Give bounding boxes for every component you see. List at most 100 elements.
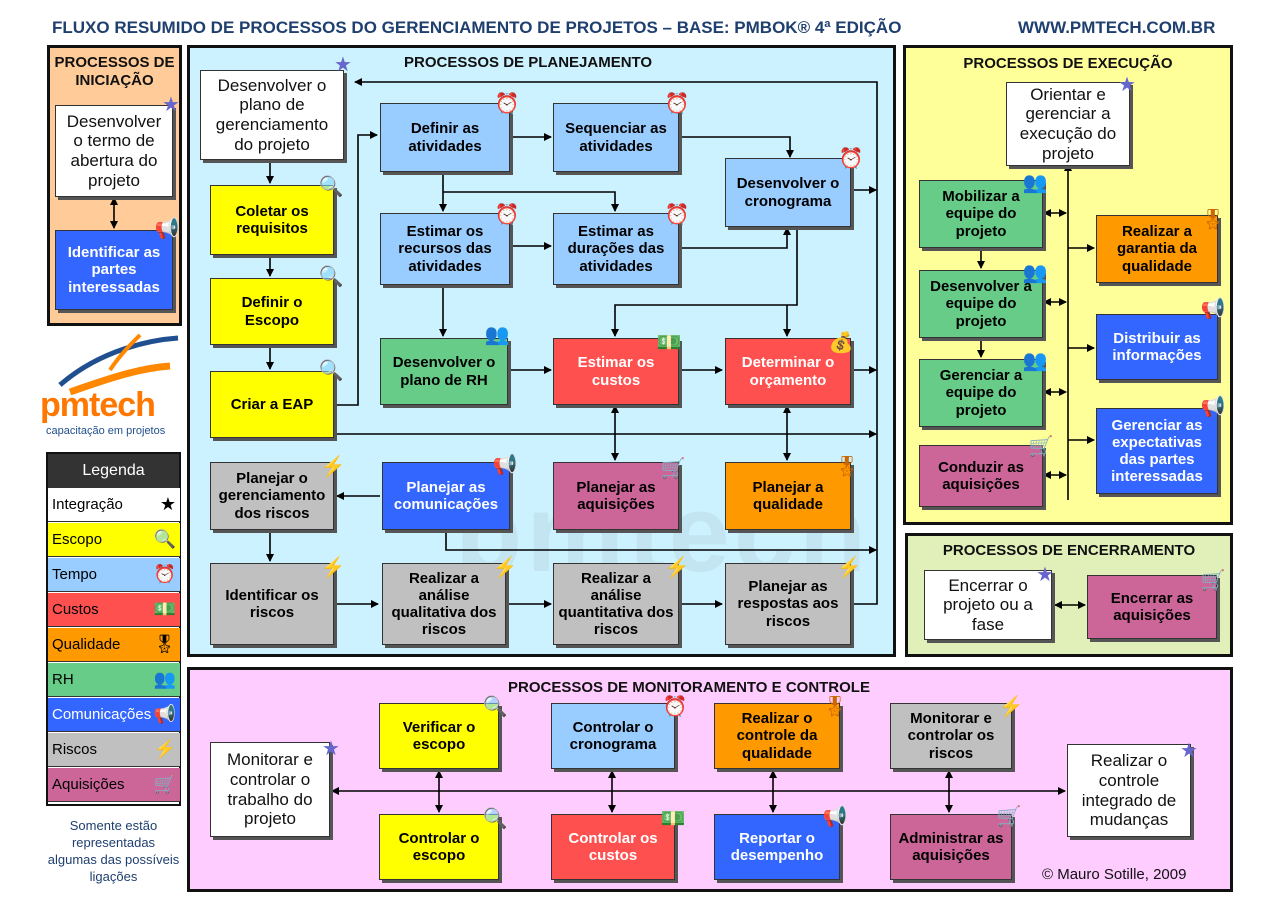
magnifier-icon: 🔍	[153, 529, 176, 549]
lightning-icon: ⚡	[320, 456, 346, 478]
ribbon-icon: 🎖	[1200, 209, 1226, 231]
lightning-icon: ⚡	[492, 557, 518, 579]
logo-swoosh-icon	[58, 333, 179, 396]
copyright: © Mauro Sotille, 2009	[1042, 866, 1187, 883]
star-icon: ★	[334, 54, 352, 76]
box-monitorar-riscos[interactable]: Monitorar e controlar os riscos	[890, 703, 1012, 769]
star-icon: ★	[322, 738, 340, 760]
box-orientar-execucao[interactable]: Orientar e gerenciar a execução do proje…	[1006, 82, 1130, 166]
box-planejar-riscos[interactable]: Planejar o gerenciamento dos riscos	[210, 462, 334, 530]
box-reportar-desempenho[interactable]: Reportar o desempenho	[714, 814, 840, 880]
box-coletar-requisitos[interactable]: Coletar os requisitos	[210, 185, 334, 255]
logo-tagline: capacitação em projetos	[46, 425, 166, 437]
legend-item-label: Integração	[52, 496, 123, 513]
legend-item-label: Comunicações	[52, 706, 152, 723]
box-distribuir-informacoes[interactable]: Distribuir as informações	[1096, 314, 1218, 380]
panel-planejamento-title: PROCESSOS DE PLANEJAMENTO	[404, 54, 653, 71]
ribbon-icon: 🎖	[153, 634, 176, 654]
box-desenvolver-equipe[interactable]: Desenvolver a equipe do projeto	[919, 270, 1043, 338]
box-estimar-duracoes[interactable]: Estimar as durações das atividades	[553, 213, 679, 285]
megaphone-icon: 📢	[154, 218, 180, 240]
megaphone-icon: 📢	[822, 806, 848, 828]
people-icon: 👥	[1022, 350, 1048, 372]
cart-icon: 🛒	[1200, 570, 1226, 592]
megaphone-icon: 📢	[153, 704, 176, 724]
legend-title: Legenda	[48, 454, 179, 488]
panel-monitoramento: PROCESSOS DE MONITORAMENTO E CONTROLE	[187, 667, 1233, 892]
clock-icon: ⏰	[494, 204, 520, 226]
people-icon: 👥	[153, 669, 176, 689]
legend-item: Riscos ⚡	[48, 733, 180, 767]
box-controle-integrado[interactable]: Realizar o controle integrado de mudança…	[1067, 744, 1191, 837]
lightning-icon: ⚡	[664, 557, 690, 579]
lightning-icon: ⚡	[153, 739, 176, 759]
legend-item-label: Riscos	[52, 741, 98, 758]
magnifier-icon: 🔍	[482, 696, 508, 718]
box-verificar-escopo[interactable]: Verificar o escopo	[379, 703, 499, 769]
lightning-icon: ⚡	[836, 557, 862, 579]
box-planejar-aquisicoes[interactable]: Planejar as aquisições	[553, 462, 679, 530]
box-gerenciar-equipe[interactable]: Gerenciar a equipe do projeto	[919, 359, 1043, 427]
panel-monitoramento-title: PROCESSOS DE MONITORAMENTO E CONTROLE	[508, 679, 870, 696]
ribbon-icon: 🎖	[822, 696, 848, 718]
legend-item-label: Tempo	[52, 566, 98, 583]
box-encerrar-aquisicoes[interactable]: Encerrar as aquisições	[1087, 575, 1217, 639]
legend-item: Integração★	[48, 488, 180, 522]
megaphone-icon: 📢	[1200, 298, 1226, 320]
legend-item: Escopo 🔍	[48, 523, 180, 557]
box-plano-gp[interactable]: Desenvolver o plano de gerenciamento do …	[200, 70, 344, 160]
legend-item-label: Aquisições	[52, 776, 125, 793]
box-estimar-custos[interactable]: Estimar os custos	[553, 338, 679, 405]
box-planejar-respostas[interactable]: Planejar as respostas aos riscos	[725, 563, 851, 645]
box-controlar-escopo[interactable]: Controlar o escopo	[379, 814, 499, 880]
box-desenvolver-termo[interactable]: Desenvolver o termo de abertura do proje…	[55, 105, 173, 197]
box-identificar-partes[interactable]: Identificar as partes interessadas	[55, 230, 173, 310]
note-text: Somente estão representadas algumas das …	[47, 818, 180, 884]
box-controlar-custos[interactable]: Controlar os custos	[551, 814, 675, 880]
box-estimar-recursos[interactable]: Estimar os recursos das atividades	[380, 213, 510, 285]
box-conduzir-aquisicoes[interactable]: Conduzir as aquisições	[919, 445, 1043, 507]
box-sequenciar-atividades[interactable]: Sequenciar as atividades	[553, 103, 679, 172]
megaphone-icon: 📢	[1200, 396, 1226, 418]
box-analise-qualitativa[interactable]: Realizar a análise qualitativa dos risco…	[382, 563, 506, 645]
star-icon: ★	[1180, 740, 1198, 762]
legend-item-label: Qualidade	[52, 636, 121, 653]
box-controlar-cronograma[interactable]: Controlar o cronograma	[551, 703, 675, 769]
magnifier-icon: 🔍	[482, 808, 508, 830]
box-criar-eap[interactable]: Criar a EAP	[210, 371, 334, 438]
box-gerenciar-expectativas[interactable]: Gerenciar as expectativas das partes int…	[1096, 408, 1218, 494]
box-administrar-aquisicoes[interactable]: Administrar as aquisições	[890, 814, 1012, 880]
box-determinar-orcamento[interactable]: Determinar o orçamento	[725, 338, 851, 405]
panel-execucao-title: PROCESSOS DE EXECUÇÃO	[963, 55, 1173, 72]
box-monitorar-trabalho[interactable]: Monitorar e controlar o trabalho do proj…	[210, 742, 330, 837]
legend-item-label: RH	[52, 671, 74, 688]
ribbon-icon: 🎖	[834, 456, 860, 478]
cart-icon: 🛒	[1028, 436, 1054, 458]
box-controle-qualidade[interactable]: Realizar o controle da qualidade	[714, 703, 840, 769]
box-definir-escopo[interactable]: Definir o Escopo	[210, 278, 334, 345]
legend-item-label: Custos	[52, 601, 99, 618]
box-definir-atividades[interactable]: Definir as atividades	[380, 103, 510, 172]
legend-item: Comunicações📢	[48, 698, 180, 732]
clock-icon: ⏰	[662, 696, 688, 718]
box-planejar-qualidade[interactable]: Planejar a qualidade	[725, 462, 851, 530]
lightning-icon: ⚡	[320, 557, 346, 579]
box-mobilizar-equipe[interactable]: Mobilizar a equipe do projeto	[919, 180, 1043, 248]
box-desenvolver-cronograma[interactable]: Desenvolver o cronograma	[725, 158, 851, 227]
legend-item-label: Escopo	[52, 531, 103, 548]
magnifier-icon: 🔍	[318, 176, 344, 198]
box-encerrar-projeto[interactable]: Encerrar o projeto ou a fase	[924, 570, 1052, 640]
page-title: FLUXO RESUMIDO DE PROCESSOS DO GERENCIAM…	[52, 18, 902, 37]
box-identificar-riscos[interactable]: Identificar os riscos	[210, 563, 334, 645]
box-planejar-comunicacoes[interactable]: Planejar as comunicações	[382, 462, 510, 530]
pmtech-logo: pmtech capacitação em projetos	[40, 330, 185, 440]
box-garantia-qualidade[interactable]: Realizar a garantia da qualidade	[1096, 215, 1218, 283]
box-analise-quantitativa[interactable]: Realizar a análise quantitativa dos risc…	[553, 563, 679, 645]
clock-icon: ⏰	[838, 148, 864, 170]
cart-icon: 🛒	[660, 458, 686, 480]
logo-name: pmtech	[40, 386, 156, 424]
people-icon: 👥	[1022, 262, 1048, 284]
site-link[interactable]: WWW.PMTECH.COM.BR	[1018, 18, 1216, 37]
legend-item: RH 👥	[48, 663, 180, 697]
box-plano-rh[interactable]: Desenvolver o plano de RH	[380, 338, 508, 405]
